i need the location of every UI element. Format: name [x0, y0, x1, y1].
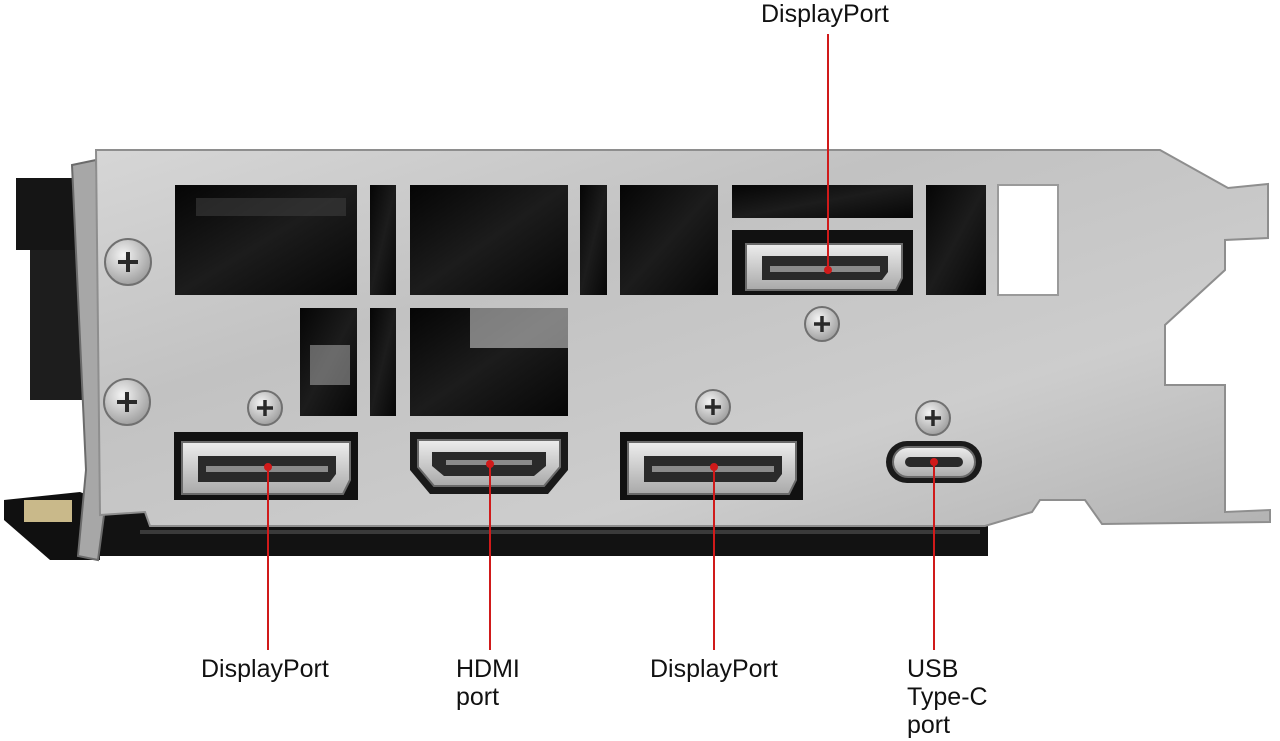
screw-icon [104, 238, 152, 286]
label-displayport-left: DisplayPort [201, 655, 329, 683]
screw-icon [695, 389, 731, 425]
label-displayport-mid: DisplayPort [650, 655, 778, 683]
screw-icon [247, 390, 283, 426]
screw-icon [103, 378, 151, 426]
screw-icon [915, 400, 951, 436]
displayport-connector-icon [745, 243, 903, 291]
screw-icon [804, 306, 840, 342]
callout-lines [264, 34, 938, 650]
label-hdmi-port: HDMI port [456, 655, 520, 711]
label-displayport-top: DisplayPort [761, 0, 889, 28]
label-usb-type-c-port: USB Type-C port [907, 655, 988, 739]
vent-cutouts [175, 184, 1059, 416]
